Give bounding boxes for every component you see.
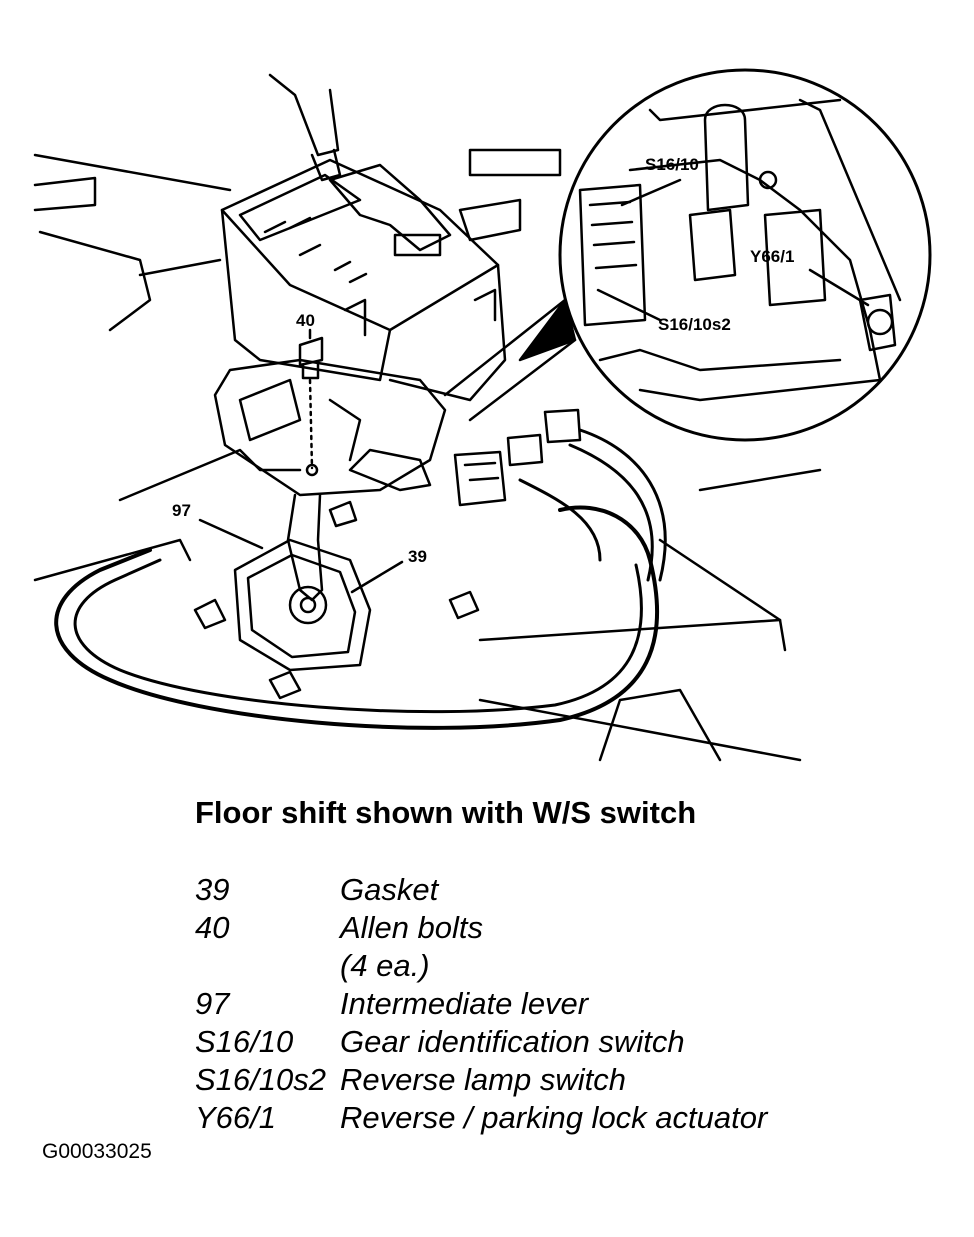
bolt-hole (305, 463, 319, 477)
gate-marks (263, 216, 368, 284)
legend-item: S16/10 Gear identification switch (195, 1024, 895, 1062)
legend-item: 39 Gasket (195, 872, 895, 910)
allen-bolt-head (298, 336, 324, 367)
legend-description: Intermediate lever (340, 986, 589, 1021)
figure-id: G00033025 (42, 1140, 152, 1163)
connector-mid (506, 433, 544, 467)
detail-actuator-y661 (858, 293, 897, 352)
leader-s1610s2 (596, 288, 662, 322)
legend-code: 97 (195, 986, 230, 1021)
lever-pivot-hole (299, 596, 317, 614)
detail-switch-s1610 (578, 183, 647, 327)
gasket-39 (233, 538, 372, 672)
floor-line (138, 258, 222, 277)
leader-s1610 (620, 178, 682, 207)
legend-code: 40 (195, 910, 230, 945)
selector-housing-side (388, 263, 507, 402)
floor-nuts (193, 500, 480, 700)
bolt-axis (308, 378, 314, 470)
selector-housing-front (220, 208, 392, 382)
floor-edge (118, 448, 302, 502)
legend-code: S16/10s2 (195, 1062, 326, 1097)
callout-97: 97 (172, 501, 191, 520)
shifter-illustration: 40 97 39 S16/10 Y66/1 S16/10s2 (33, 68, 932, 762)
shift-lever-top (268, 73, 340, 157)
selector-housing-top (220, 158, 500, 332)
wire-bundle (518, 428, 667, 582)
legend-code: Y66/1 (195, 1100, 277, 1135)
gasket-inner (246, 553, 357, 659)
floor-line (698, 468, 822, 492)
detail-circle (558, 68, 932, 442)
allen-bolt-thread (301, 360, 320, 380)
wiring-harness-inner (73, 558, 643, 714)
legend-item: S16/10s2 Reverse lamp switch (195, 1062, 895, 1100)
legend: 39 Gasket 40 Allen bolts (4 ea.) 97 Inte… (195, 872, 895, 1138)
callout-40: 40 (296, 311, 315, 330)
detail-plate (763, 208, 827, 307)
detail-window (688, 208, 737, 282)
detail-pointer-fill (518, 298, 577, 362)
intermediate-lever (286, 493, 324, 602)
wiring-harness-outer (54, 505, 660, 730)
gate-slot (393, 233, 442, 257)
floor-edge (33, 538, 192, 582)
connector-detail (463, 461, 500, 482)
connector-large (453, 450, 507, 507)
legend-code: 39 (195, 872, 230, 907)
floor-line (33, 153, 232, 192)
detail-pointer (443, 298, 577, 422)
detail-base (598, 348, 842, 372)
legend-description: Gasket (340, 872, 439, 907)
shifter-drawing: 40 97 39 S16/10 Y66/1 S16/10s2 (33, 68, 932, 762)
detail-frame (648, 98, 902, 302)
legend-item: 97 Intermediate lever (195, 986, 895, 1024)
callout-39: 39 (408, 547, 427, 566)
detail-actuator-pin (866, 308, 894, 336)
detail-lever (703, 103, 750, 212)
detail-bolt (758, 170, 778, 190)
legend-description: Allen bolts (340, 910, 484, 945)
floor-line (658, 538, 782, 622)
legend-description: (4 ea.) (340, 948, 430, 983)
housing-mount (348, 448, 432, 492)
leader-39 (350, 560, 404, 594)
callout-y661: Y66/1 (750, 247, 794, 266)
housing-flange (328, 398, 362, 462)
floor-line (478, 698, 802, 762)
legend-description: Gear identification switch (340, 1024, 685, 1059)
detail-housing (628, 158, 882, 402)
legend-item: 40 Allen bolts (195, 910, 895, 948)
console-tab (468, 148, 562, 177)
connector-small (543, 408, 582, 444)
gate-indicator (238, 173, 362, 242)
housing-bracket (238, 378, 302, 442)
legend-item: Y66/1 Reverse / parking lock actuator (195, 1100, 895, 1138)
leader-97 (198, 518, 264, 550)
floor-edge (38, 230, 152, 332)
floor-edge (478, 618, 787, 652)
legend-description: Reverse lamp switch (340, 1062, 626, 1097)
floor-block (33, 176, 97, 212)
floor-tunnel (598, 688, 722, 762)
legend-item: (4 ea.) (195, 948, 895, 986)
legend-code: S16/10 (195, 1024, 294, 1059)
detail-switch-contacts (588, 200, 638, 270)
caption-title: Floor shift shown with W/S switch (195, 795, 697, 830)
housing-clips (343, 288, 497, 337)
lever-pivot (288, 585, 328, 625)
callout-s1610s2: S16/10s2 (658, 315, 731, 334)
legend-description: Reverse / parking lock actuator (340, 1100, 768, 1135)
shift-gate (328, 163, 452, 252)
console-tab (458, 198, 522, 242)
housing-base (213, 358, 447, 497)
leader-y661 (808, 268, 870, 307)
callout-s1610: S16/10 (645, 155, 699, 174)
